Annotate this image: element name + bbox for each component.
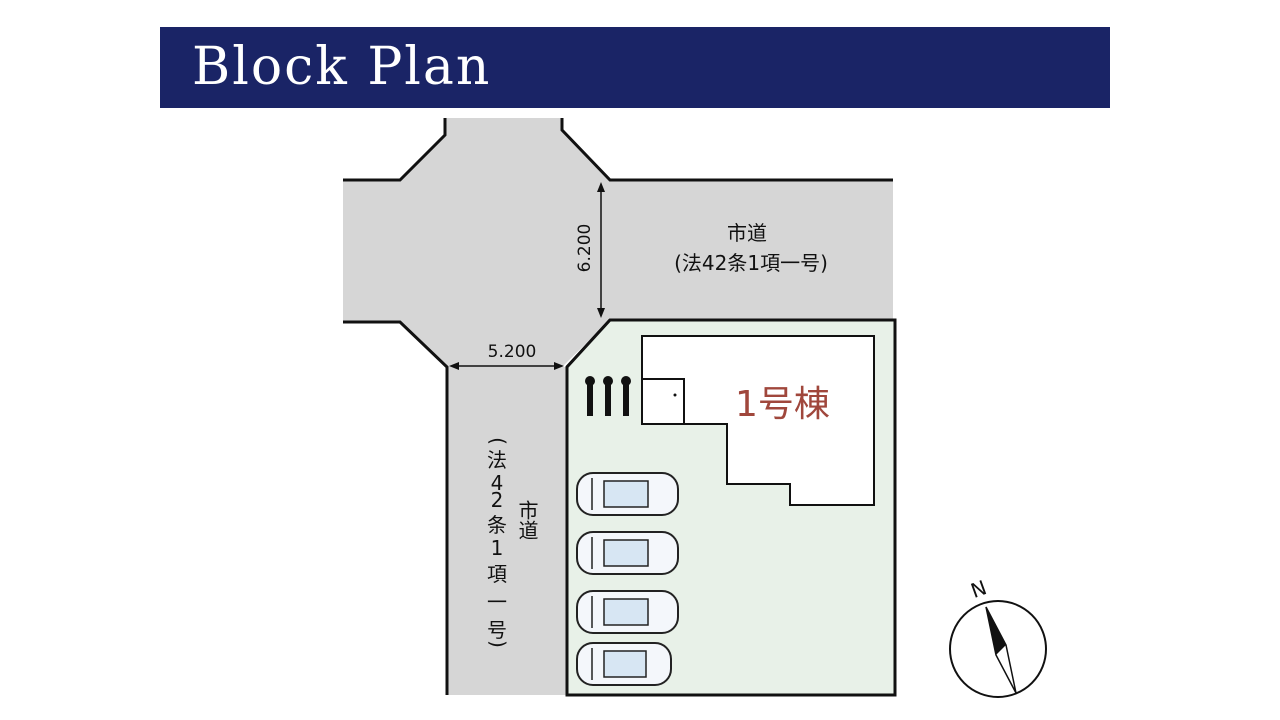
- north-road-surface: [610, 180, 893, 320]
- north-road-name: 市道: [727, 221, 767, 245]
- bicycle-icon: [621, 376, 631, 416]
- road-edge-left: [343, 118, 447, 182]
- north-compass: N: [949, 575, 1047, 698]
- west-road-law-vertical: ( 法 4 2 条 1 項 一 号 ): [486, 437, 510, 648]
- title-bar: Block Plan: [160, 27, 1110, 108]
- dimensions: 6.200 5.200: [449, 182, 605, 370]
- road-labels: 市道 (法42条1項一号) ( 法 4 2 条 1 項 一 号 ) 市道: [486, 221, 828, 648]
- road-edge-lower: [343, 320, 449, 695]
- west-road-law-char: (: [486, 437, 510, 445]
- car-icon: [576, 472, 679, 516]
- west-road-surface: [447, 367, 567, 695]
- road-edge-right: [560, 118, 893, 182]
- porch-dot: [673, 393, 677, 397]
- building-label: 1号棟: [735, 384, 830, 425]
- car-icon: [576, 590, 679, 634]
- west-road-law-char: 1: [491, 536, 504, 560]
- dimension-arrow: [597, 308, 605, 318]
- bicycle-icon: [603, 376, 613, 416]
- dimension-arrow: [597, 182, 605, 192]
- bicycle-parking: [585, 376, 631, 416]
- car-icon: [576, 531, 679, 575]
- dimension-arrow: [449, 362, 459, 370]
- north-road-law: (法42条1項一号): [674, 251, 828, 275]
- bicycle-icon: [585, 376, 595, 416]
- car-parking: [576, 472, 679, 686]
- west-road-law-char: ): [486, 640, 510, 648]
- west-road-law-char: 2: [491, 488, 504, 512]
- page-title: Block Plan: [192, 37, 492, 97]
- road-width-vertical: 6.200: [575, 224, 595, 273]
- west-road-law-char: 号: [487, 618, 507, 642]
- west-road-law-char: 条: [487, 513, 507, 537]
- west-road-law-char: 法: [487, 448, 507, 472]
- car-icon: [576, 642, 672, 686]
- dimension-arrow: [554, 362, 564, 370]
- entrance-porch: [641, 378, 685, 425]
- road-width-horizontal: 5.200: [488, 342, 537, 362]
- west-road-law-char: 4: [491, 471, 504, 495]
- west-road-law-char: 一: [487, 590, 507, 614]
- roads: [343, 118, 893, 695]
- compass-needle-dark: [986, 607, 1006, 655]
- west-road-name: 市道: [515, 500, 539, 540]
- compass-north-label: N: [968, 575, 990, 603]
- west-road-law-char: 項: [487, 562, 507, 586]
- site: 1号棟: [565, 318, 897, 697]
